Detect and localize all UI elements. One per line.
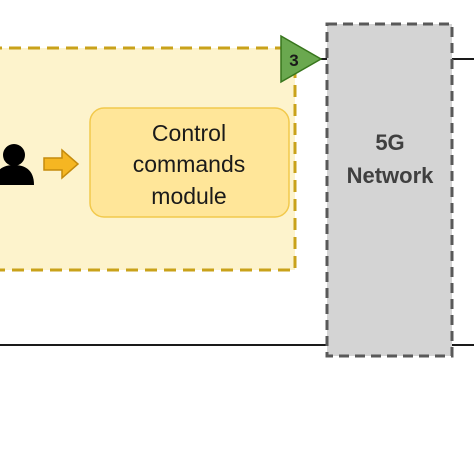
control-commands-module (89, 107, 290, 218)
network-box (325, 22, 454, 358)
arrow-right-icon (43, 148, 80, 180)
network-label-line-2: Network (347, 163, 435, 188)
flow-marker-triangle (280, 34, 323, 84)
flow-marker-number: 3 (289, 51, 298, 70)
module-label-line-3: module (151, 183, 226, 209)
module-label-line-2: commands (133, 151, 245, 177)
module-label-line-1: Control (152, 120, 226, 146)
network-label-line-1: 5G (375, 130, 404, 155)
user-icon (0, 144, 34, 185)
